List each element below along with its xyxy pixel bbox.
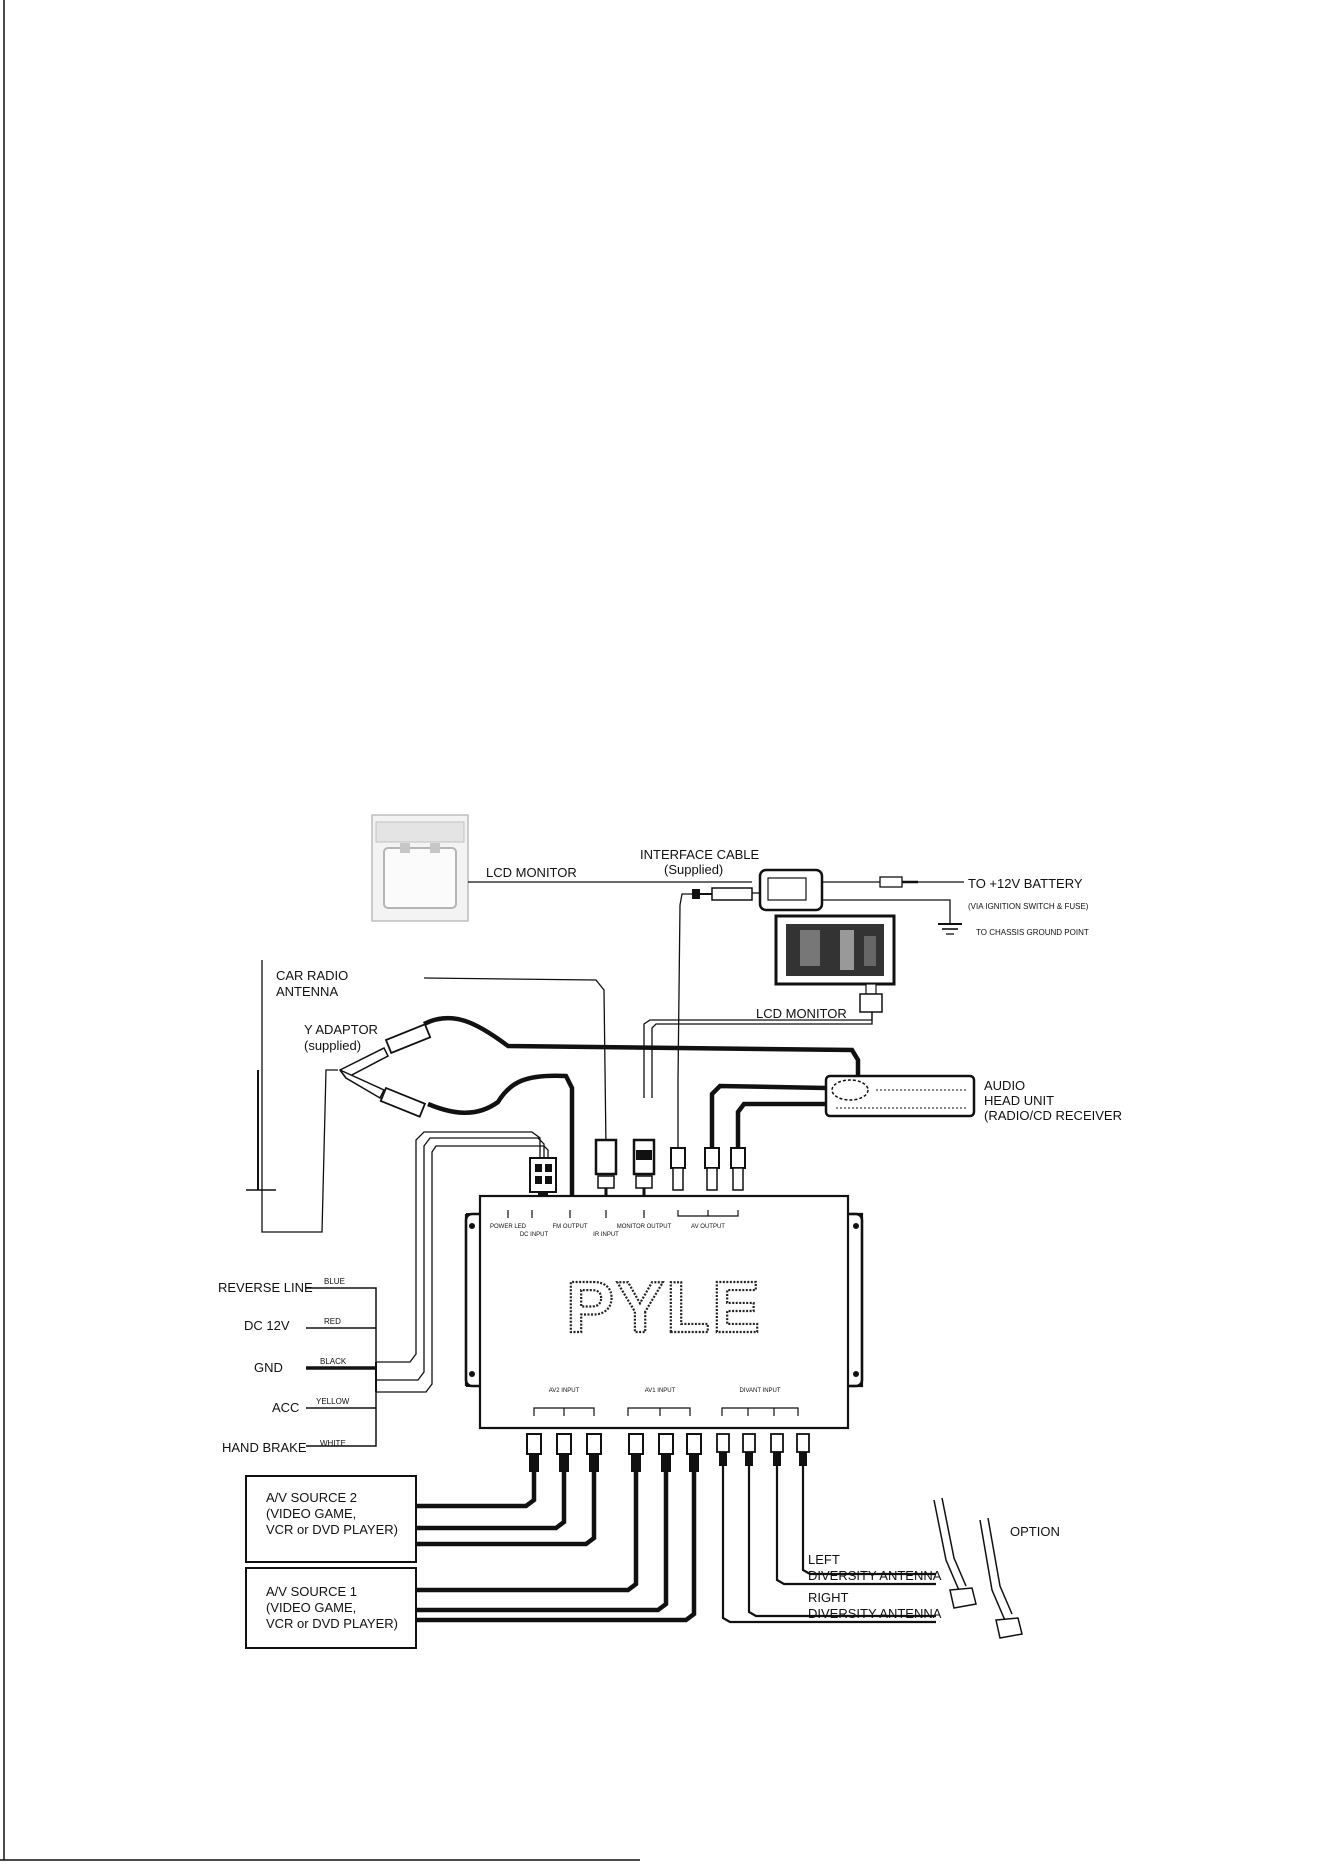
port-label-dc-input: DC INPUT: [520, 1232, 549, 1238]
wire-name-acc: ACC: [272, 1400, 299, 1415]
av-source-2-line-2: (VIDEO GAME,: [266, 1506, 356, 1521]
dc-input-connector-icon: [529, 1157, 557, 1198]
y-adaptor-wire-lower: [427, 1073, 575, 1196]
av2-wire-3: [416, 1472, 597, 1547]
av1-input-connectors-icon: [628, 1433, 702, 1472]
harness-wire-a: [376, 1131, 541, 1363]
power-wire-bundle: [306, 1287, 377, 1447]
wire-name-reverse-line: REVERSE LINE: [218, 1280, 313, 1295]
interface-cable-down: [677, 893, 692, 1081]
audio-head-unit-label-1: AUDIO: [984, 1078, 1025, 1093]
option-label: OPTION: [1010, 1524, 1060, 1539]
top-port-ticks: [507, 1210, 739, 1218]
port-label-av1-input: AV1 INPUT: [645, 1388, 676, 1394]
chassis-label: TO CHASSIS GROUND POINT: [976, 928, 1089, 937]
port-label-monitor-output: MONITOR OUTPUT: [617, 1224, 672, 1230]
audio-head-unit-icon: [824, 1074, 976, 1118]
interface-cable-supplied: (Supplied): [664, 862, 723, 877]
port-label-ir-input: IR INPUT: [593, 1232, 619, 1238]
av-source-2-line-3: VCR or DVD PLAYER): [266, 1522, 398, 1537]
av1-wire-3: [416, 1472, 697, 1623]
bottom-port-brackets: [533, 1407, 799, 1416]
wire-name-hand-brake: HAND BRAKE: [222, 1440, 307, 1455]
audio-out-wire-2: [735, 1101, 826, 1148]
wire-name-gnd: GND: [254, 1360, 283, 1375]
ground-wire: [822, 899, 951, 924]
left-antenna-wire-a: [775, 1466, 936, 1586]
av-source-2-box: [245, 1475, 417, 1563]
av2-wire-2: [416, 1472, 567, 1531]
left-antenna-label-2: DIVERSITY ANTENNA: [808, 1568, 942, 1583]
lcd-monitor-mid-label: LCD MONITOR: [756, 1006, 847, 1021]
lcd-monitor-top-label: LCD MONITOR: [486, 865, 577, 880]
fm-output-connector-icon: [594, 1138, 618, 1196]
av-source-2-line-1: A/V SOURCE 2: [266, 1490, 357, 1505]
y-adaptor-label-1: Y ADAPTOR: [304, 1022, 378, 1037]
wire-color-blue: BLUE: [324, 1277, 345, 1286]
monitor-output-connector-icon: [632, 1138, 656, 1196]
audio-head-unit-label-2: HEAD UNIT: [984, 1093, 1054, 1108]
av2-input-connectors-icon: [526, 1433, 602, 1472]
diversity-antenna-icon: [933, 1497, 1023, 1639]
right-antenna-label-1: RIGHT: [808, 1590, 849, 1605]
battery-label: TO +12V BATTERY: [968, 876, 1083, 891]
y-adaptor-wire-upper: [422, 1015, 861, 1080]
interface-box: [758, 868, 824, 912]
car-radio-antenna-icon: [246, 960, 276, 1191]
antenna-lead: [261, 1069, 338, 1233]
wire-color-yellow: YELLOW: [316, 1397, 350, 1406]
divant-input-connectors-icon: [716, 1433, 810, 1466]
y-adaptor-label-2: (supplied): [304, 1038, 361, 1053]
av1-wire-1: [416, 1472, 639, 1593]
audio-out-wire-1: [709, 1083, 827, 1148]
pyle-main-unit: [464, 1194, 864, 1430]
antenna-fm-wire: [423, 977, 607, 1149]
car-radio-antenna-label-1: CAR RADIO: [276, 968, 348, 983]
av-source-1-line-3: VCR or DVD PLAYER): [266, 1616, 398, 1631]
right-antenna-label-2: DIVERSITY ANTENNA: [808, 1606, 942, 1621]
port-label-av-output: AV OUTPUT: [691, 1224, 725, 1230]
av-source-1-line-1: A/V SOURCE 1: [266, 1584, 357, 1599]
wire-color-white: WHITE: [320, 1439, 346, 1448]
av1-wire-2: [416, 1472, 669, 1613]
left-antenna-label-1: LEFT: [808, 1552, 840, 1567]
port-label-divant-input: DIVANT INPUT: [739, 1388, 780, 1394]
av2-wire-1: [416, 1472, 537, 1509]
fuse-icon: [879, 876, 918, 888]
harness-wire-b: [376, 1137, 545, 1381]
wire-color-red: RED: [324, 1317, 341, 1326]
right-antenna-wire-a: [721, 1466, 936, 1624]
battery-note: (VIA IGNITION SWITCH & FUSE): [968, 902, 1089, 911]
av-output-connectors-icon: [670, 1147, 746, 1191]
pyle-logo: PYLE: [566, 1268, 762, 1348]
interface-plug-icon: [692, 887, 753, 901]
wire-color-black: BLACK: [320, 1357, 347, 1366]
port-label-power-led: POWER LED: [490, 1224, 527, 1230]
car-radio-antenna-label-2: ANTENNA: [276, 984, 338, 999]
audio-head-unit-label-3: (RADIO/CD RECEIVER: [984, 1108, 1122, 1123]
right-antenna-wire-b: [747, 1466, 936, 1618]
lcd-monitor-rear-icon: [774, 914, 896, 1013]
lcd-monitor-top-icon: [371, 814, 469, 922]
av-source-1-line-2: (VIDEO GAME,: [266, 1600, 356, 1615]
interface-cable-label: INTERFACE CABLE: [640, 847, 760, 862]
y-adaptor-icon: [338, 1023, 432, 1118]
av-source-1-box: [245, 1567, 417, 1649]
left-antenna-wire-b: [801, 1466, 936, 1576]
port-label-av2-input: AV2 INPUT: [549, 1388, 580, 1394]
wire-name-dc-12v: DC 12V: [244, 1318, 290, 1333]
ground-symbol-icon: [938, 923, 962, 935]
port-label-fm-output: FM OUTPUT: [553, 1224, 588, 1230]
